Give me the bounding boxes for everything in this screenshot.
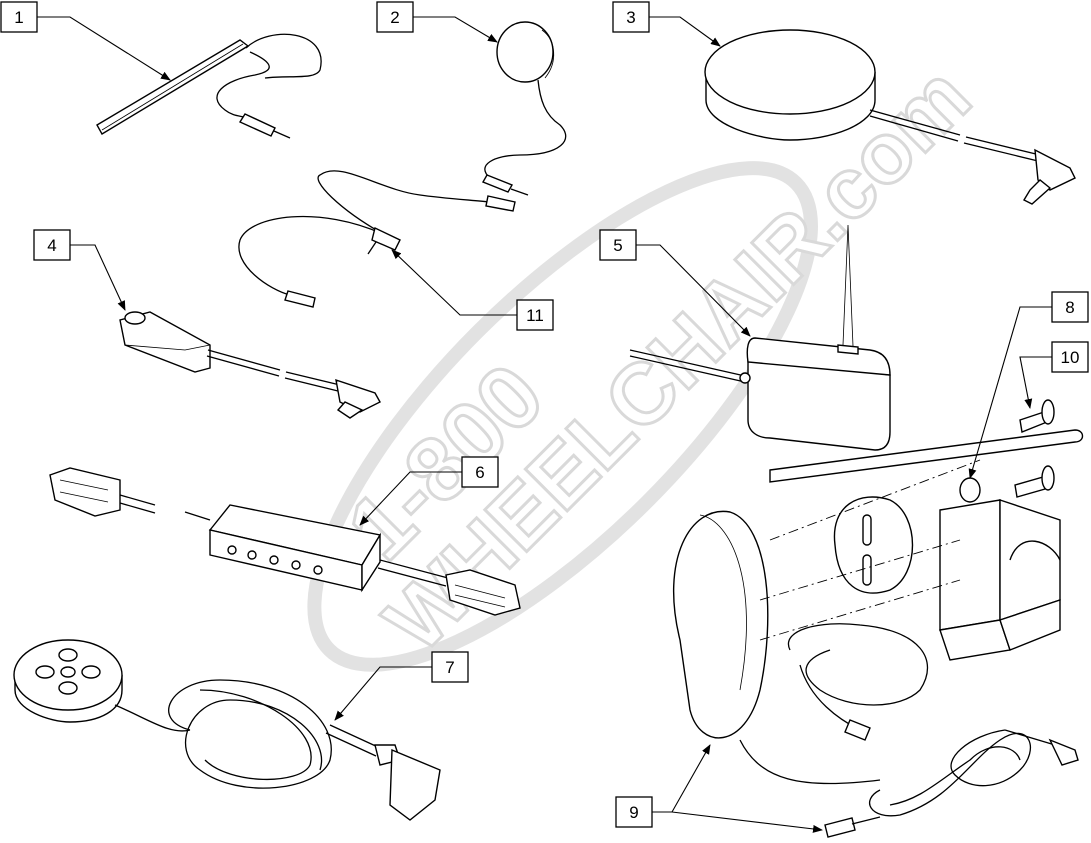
callout-10: 10 [1051, 341, 1089, 373]
part-9-head-pads [672, 459, 1079, 838]
leader-8 [968, 306, 1052, 479]
leader-9a [652, 744, 711, 813]
callout-8-label: 8 [1065, 298, 1074, 317]
callout-8: 8 [1051, 291, 1089, 323]
callout-1: 1 [0, 1, 38, 33]
leader-4 [70, 244, 126, 311]
leader-2 [412, 16, 498, 43]
part-4-leaf-switch [119, 311, 381, 419]
part-3-large-round-switch [704, 29, 1076, 205]
callout-6: 6 [461, 456, 499, 488]
callout-2: 2 [376, 1, 414, 33]
part-6-interface-box [49, 467, 521, 616]
part-8-mounting-rod [769, 429, 1084, 503]
leader-1 [37, 16, 171, 81]
callout-10-label: 10 [1061, 348, 1080, 367]
callout-2-label: 2 [390, 8, 399, 27]
callout-7-label: 7 [445, 658, 454, 677]
callout-4: 4 [33, 229, 71, 261]
part-2-small-button-switch [481, 21, 567, 196]
callout-5: 5 [599, 229, 637, 261]
callout-11-label: 11 [526, 306, 544, 325]
callout-3-label: 3 [626, 8, 635, 27]
leader-3 [649, 16, 721, 47]
leader-10 [1019, 356, 1052, 409]
callout-4-label: 4 [47, 236, 56, 255]
part-7-four-button-pad [13, 639, 441, 821]
part-11-splitter-cable [238, 170, 516, 308]
leader-11 [391, 249, 520, 316]
watermark: 1-800 WHEELCHAIR.com [307, 47, 990, 672]
leader-7 [334, 666, 432, 721]
callout-1-label: 1 [14, 8, 23, 27]
leader-5 [635, 244, 751, 337]
leader-lines [37, 16, 1052, 833]
leader-6 [359, 471, 462, 526]
callout-6-label: 6 [475, 463, 484, 482]
part-1-strip-switch [96, 33, 322, 139]
callout-9-label: 9 [629, 803, 638, 822]
callout-9: 9 [615, 796, 653, 828]
callout-3: 3 [612, 1, 650, 33]
callout-7: 7 [431, 651, 469, 683]
leader-9b [671, 811, 823, 833]
part-10-screws [1014, 399, 1055, 498]
callout-5-label: 5 [613, 236, 622, 255]
part-5-transmitter [629, 224, 891, 451]
callout-11: 11 [516, 299, 554, 331]
